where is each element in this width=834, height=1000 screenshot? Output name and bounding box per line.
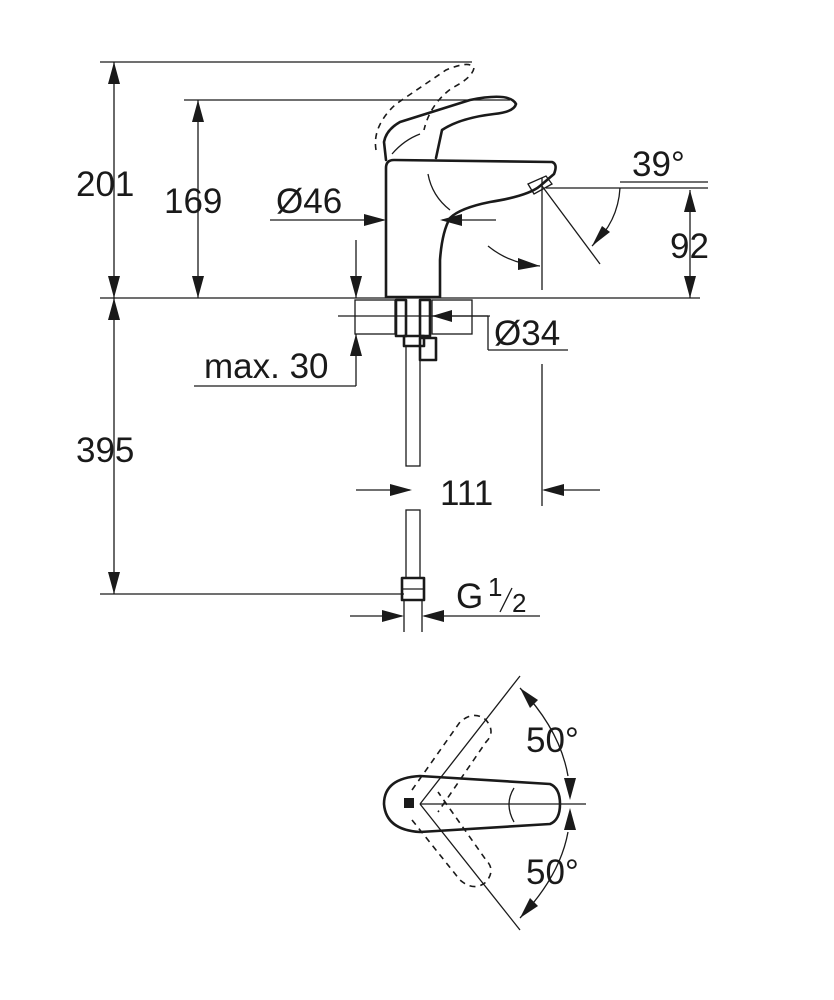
- dim-body-diameter: Ø46: [276, 182, 342, 221]
- lever-handle: [382, 95, 518, 162]
- dim-hole-diameter: Ø34: [494, 314, 560, 353]
- side-view: 201 169 Ø46 39° 92: [76, 61, 709, 632]
- dim-outlet-height: 92: [670, 227, 709, 266]
- dim-connection-fraction-den: 2: [512, 588, 526, 618]
- dim-lever-angle: 39°: [632, 145, 685, 184]
- faucet-body: [384, 158, 557, 299]
- dim-spout-height: 169: [164, 182, 222, 221]
- supply-hose-lower: [405, 509, 421, 579]
- dim-max-thickness: max. 30: [204, 347, 329, 386]
- countertop-section: [338, 299, 490, 335]
- lever-raised-outline: [374, 63, 475, 151]
- dim-connection-fraction-num: 1: [488, 572, 502, 602]
- dim-swing-right: 50°: [526, 853, 579, 892]
- dim-projection: 111: [440, 474, 493, 513]
- dim-hose-length: 395: [76, 431, 134, 470]
- dim-total-height: 201: [76, 165, 134, 204]
- top-view: 50° 50°: [382, 675, 586, 931]
- dim-swing-left: 50°: [526, 721, 579, 760]
- top-handle-right-position: [411, 791, 492, 888]
- dim-connection-thread: G: [456, 577, 483, 616]
- top-handle-outline: [382, 774, 562, 834]
- mounting-hardware: [394, 298, 438, 362]
- supply-hose-upper: [405, 345, 421, 467]
- top-handle-mark: [404, 798, 414, 808]
